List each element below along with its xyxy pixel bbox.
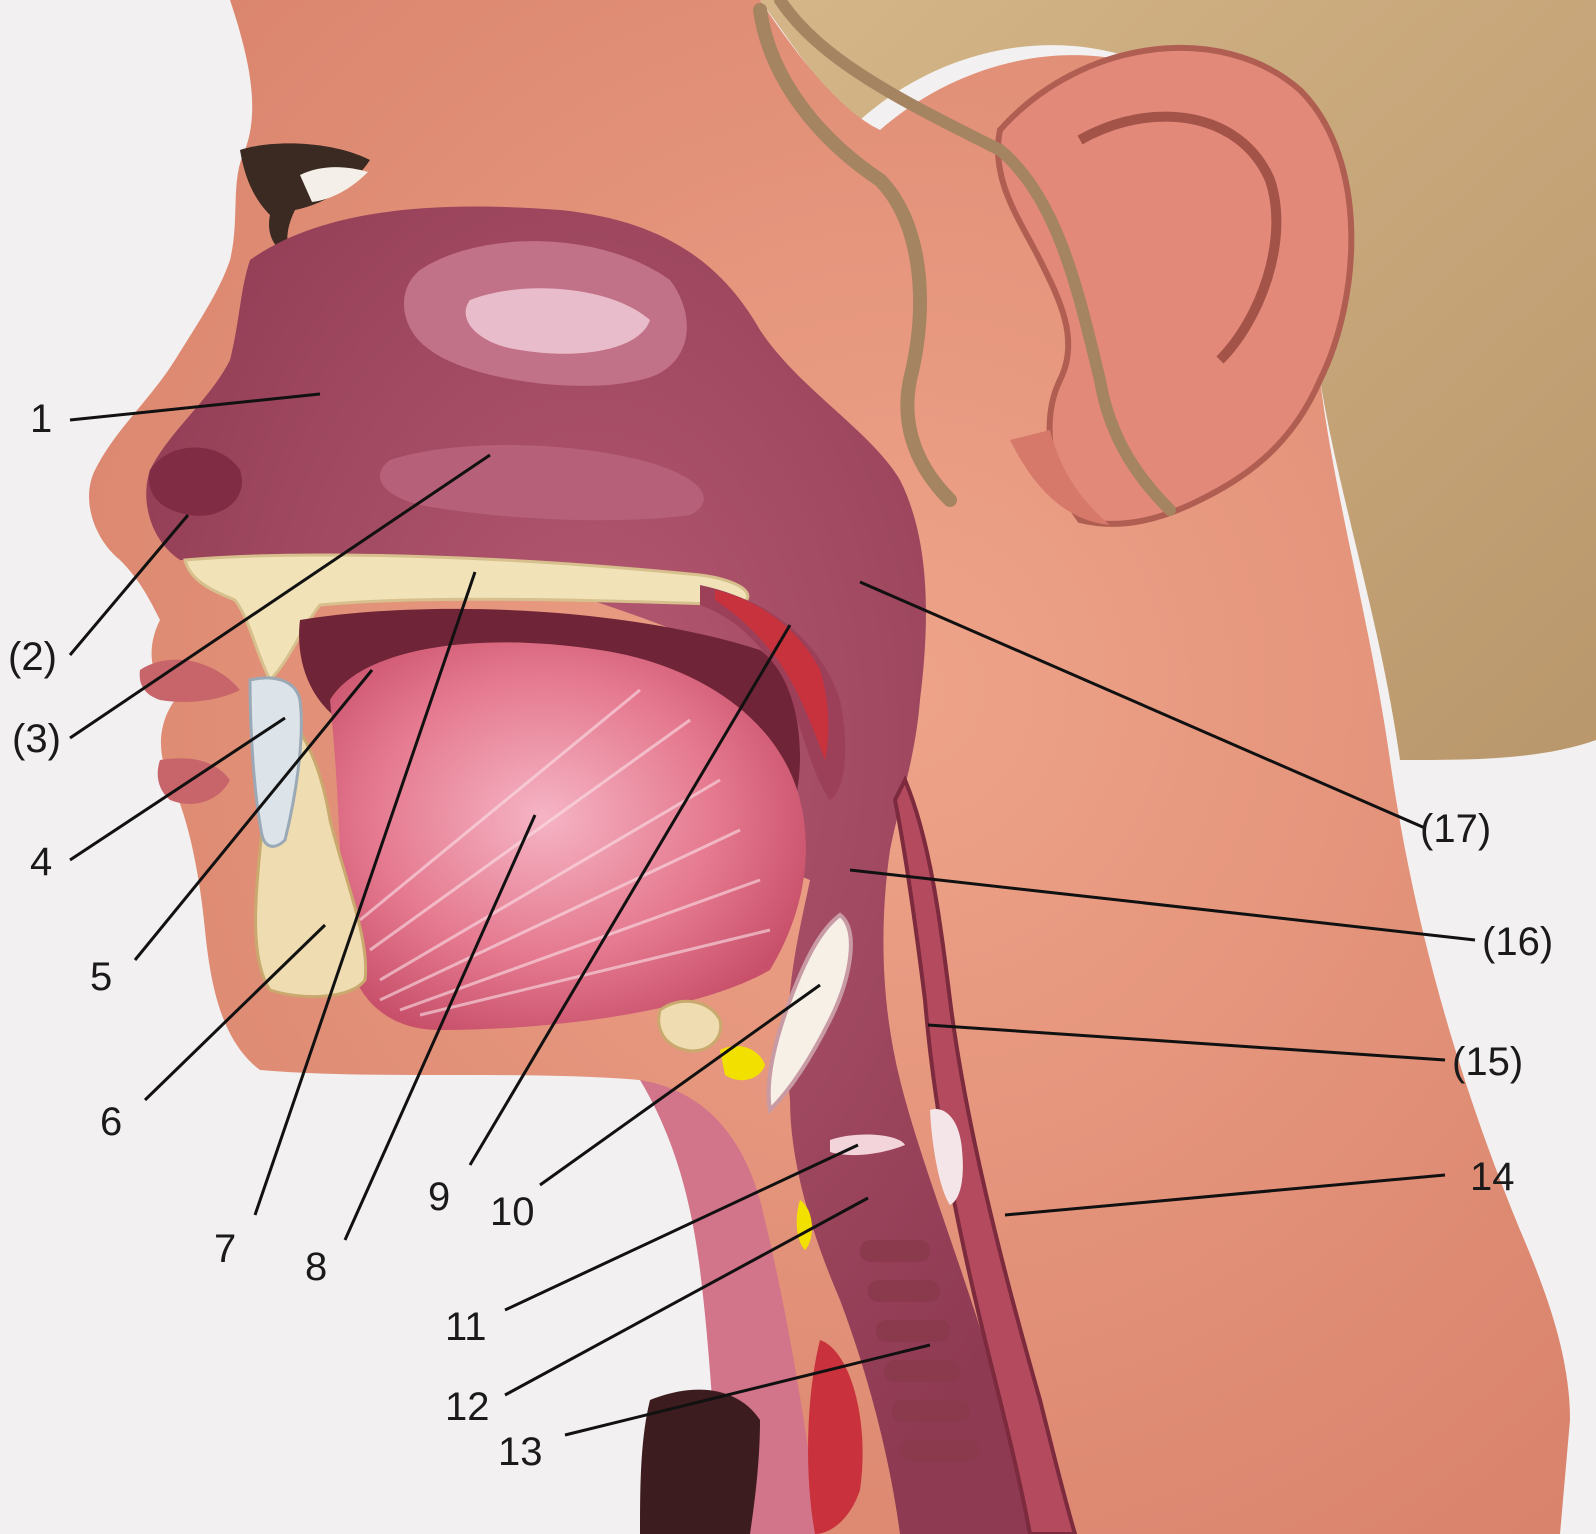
label-6: 6 (100, 1100, 122, 1144)
label-2: (2) (8, 635, 57, 679)
label-1: 1 (30, 397, 52, 441)
label-10: 10 (490, 1190, 535, 1234)
label-14: 14 (1470, 1155, 1515, 1199)
label-9: 9 (428, 1175, 450, 1219)
label-16: (16) (1482, 920, 1553, 964)
label-8: 8 (305, 1245, 327, 1289)
label-5: 5 (90, 955, 112, 999)
label-13: 13 (498, 1430, 543, 1474)
label-17: (17) (1420, 807, 1491, 851)
label-11: 11 (445, 1305, 487, 1349)
label-12: 12 (445, 1385, 490, 1429)
label-4: 4 (30, 840, 52, 884)
label-3: (3) (12, 717, 61, 761)
label-15: (15) (1452, 1040, 1523, 1084)
label-7: 7 (214, 1227, 236, 1271)
